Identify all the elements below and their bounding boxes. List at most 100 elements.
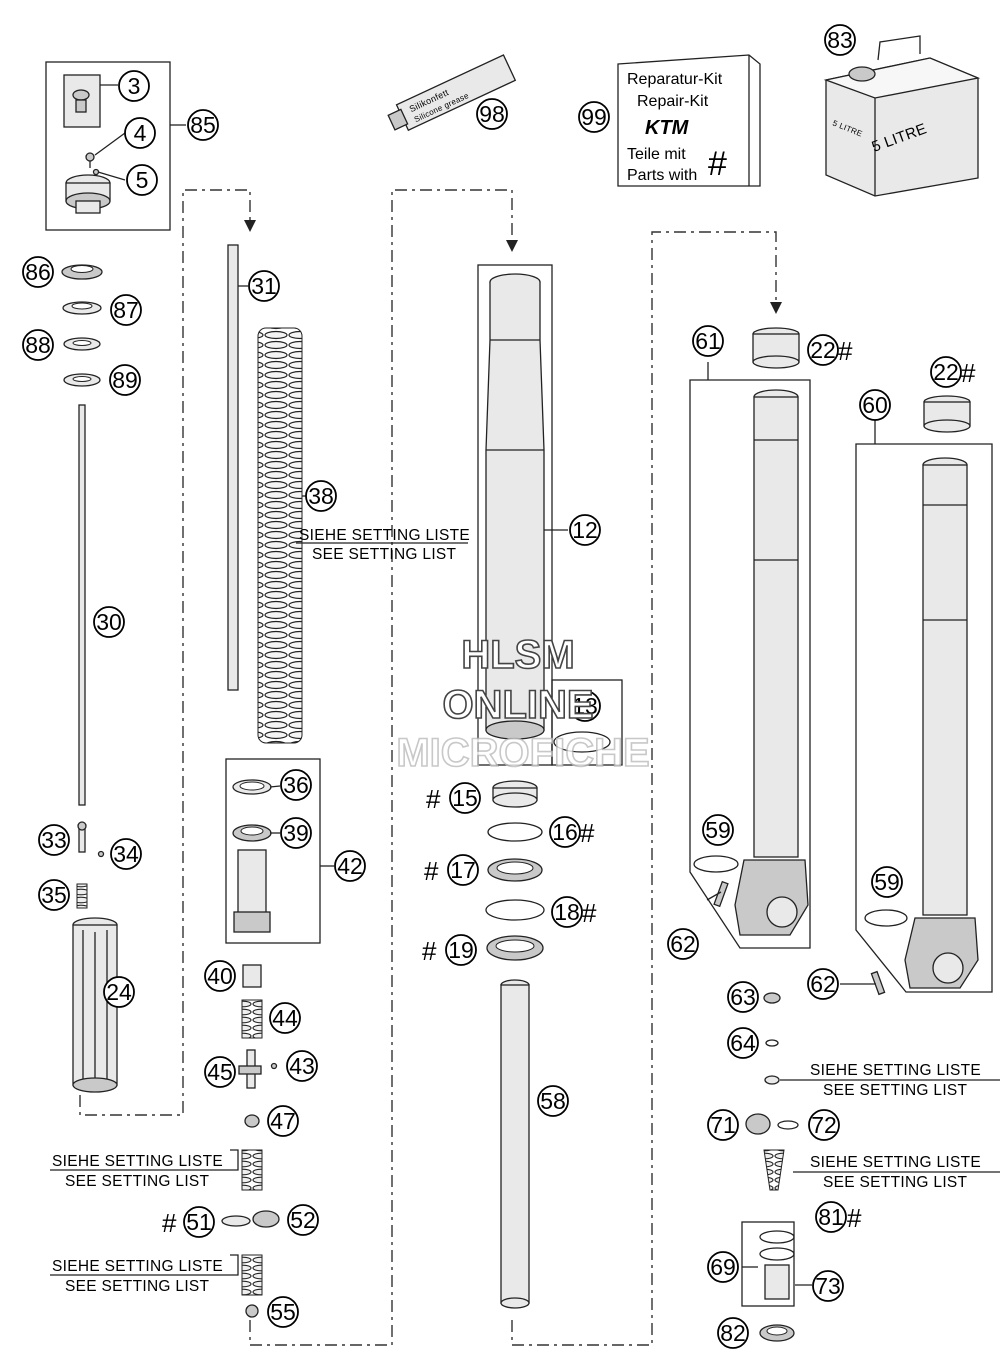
callout-62-left: 62	[670, 931, 696, 957]
cartridge-parts-42	[232, 779, 272, 933]
callout-16: 16	[552, 819, 578, 845]
callout-12: 12	[572, 517, 598, 543]
callout-58: 58	[540, 1088, 566, 1114]
valve-parts-33-35	[76, 821, 105, 909]
hash-81: #	[847, 1203, 862, 1233]
callout-5: 5	[136, 167, 149, 193]
bushings-seals-15-19	[485, 780, 545, 961]
callout-44: 44	[272, 1005, 298, 1031]
top-cap-assembly	[63, 74, 111, 214]
callout-18: 18	[554, 899, 580, 925]
callout-labels: 3 4 5 85 86 87 88 89 30 33 34 35 24 31 3…	[25, 27, 959, 1346]
group-frame-69	[741, 1221, 795, 1307]
callout-69: 69	[710, 1254, 736, 1280]
callout-22-right: 22	[933, 359, 959, 385]
callout-59-left: 59	[705, 817, 731, 843]
callout-52: 52	[290, 1207, 316, 1233]
callout-82: 82	[720, 1320, 746, 1346]
callout-36: 36	[283, 772, 309, 798]
callout-35: 35	[41, 882, 67, 908]
callout-40: 40	[207, 963, 233, 989]
bushing-22-right	[923, 395, 971, 433]
callout-51: 51	[186, 1209, 212, 1235]
group-frame-61	[689, 379, 811, 949]
note-left1-en: SEE SETTING LIST	[65, 1173, 210, 1190]
hash-22-left: #	[838, 336, 853, 366]
group-frame-42	[225, 758, 321, 944]
callout-13: 13	[572, 693, 598, 719]
pushrod-31	[227, 244, 239, 691]
note-right1-de: SIEHE SETTING LISTE	[810, 1062, 981, 1079]
callout-87: 87	[113, 297, 139, 323]
damper-cartridge-24	[72, 917, 118, 1093]
setting-notes: SIEHE SETTING LISTE SEE SETTING LIST SIE…	[52, 527, 981, 1295]
callout-60: 60	[862, 392, 888, 418]
callout-24: 24	[106, 979, 132, 1005]
callout-85: 85	[190, 112, 216, 138]
repair-kit-parts-de: Teile mit	[627, 146, 686, 163]
repair-kit-title-de: Reparatur-Kit	[627, 71, 723, 88]
flow-arrow-right	[770, 302, 782, 314]
group-frame-12	[477, 264, 553, 766]
fork-oil-can-83: 5 LITRE 5 LITRE	[823, 35, 981, 197]
ring-13	[553, 731, 611, 753]
flow-arrow-middle	[506, 240, 518, 252]
hash-18: #	[582, 898, 597, 928]
callouts	[22, 24, 962, 1349]
callout-43: 43	[289, 1053, 315, 1079]
callout-98: 98	[479, 101, 505, 127]
group-frame-85	[45, 61, 171, 231]
callout-72: 72	[811, 1112, 837, 1138]
fork-leg-61	[693, 389, 809, 936]
note-bracket-left-1	[50, 1149, 239, 1171]
leader-lines	[94, 84, 876, 1286]
watermark: HLSM ONLINE MICROFICHE	[396, 632, 651, 776]
callout-81: 81	[818, 1204, 844, 1230]
callout-38: 38	[308, 483, 334, 509]
damper-rod-30	[78, 404, 86, 806]
note-left2-en: SEE SETTING LIST	[65, 1278, 210, 1295]
callout-55: 55	[270, 1299, 296, 1325]
repair-kit-marks: # # # # # # # # #	[162, 336, 976, 1238]
callout-73: 73	[815, 1273, 841, 1299]
note-38-en: SEE SETTING LIST	[312, 546, 457, 563]
callout-45: 45	[207, 1059, 233, 1085]
callout-63: 63	[730, 984, 756, 1010]
callout-89: 89	[112, 367, 138, 393]
flow-line-left	[79, 189, 251, 1116]
watermark-line2: ONLINE	[442, 683, 593, 727]
hash-16: #	[580, 818, 595, 848]
callout-17: 17	[450, 857, 476, 883]
note-right2-en: SEE SETTING LIST	[823, 1174, 968, 1191]
note-right2-de: SIEHE SETTING LISTE	[810, 1154, 981, 1171]
note-left2-de: SIEHE SETTING LISTE	[52, 1258, 223, 1275]
callout-62-right: 62	[810, 971, 836, 997]
group-frame-13	[551, 679, 623, 766]
hash-19: #	[422, 936, 437, 966]
group-frame-60	[855, 443, 993, 993]
callout-19: 19	[448, 937, 474, 963]
watermark-line1: HLSM	[461, 633, 574, 677]
valve-parts-40-47	[221, 964, 280, 1318]
watermark-line3: MICROFICHE	[396, 731, 649, 775]
callout-34: 34	[113, 841, 139, 867]
note-38-de: SIEHE SETTING LISTE	[299, 527, 470, 544]
note-bracket-left-2	[50, 1254, 239, 1276]
callout-39: 39	[283, 820, 309, 846]
callout-64: 64	[730, 1030, 756, 1056]
callout-3: 3	[128, 73, 141, 99]
callout-61: 61	[695, 328, 721, 354]
ktm-logo: KTM	[645, 117, 690, 139]
callout-59-right: 59	[874, 869, 900, 895]
callout-99: 99	[581, 104, 607, 130]
callout-30: 30	[96, 609, 122, 635]
compression-parts-63-82	[745, 992, 799, 1342]
hash-51: #	[162, 1208, 177, 1238]
flow-line-middle	[249, 189, 513, 1346]
callout-15: 15	[452, 785, 478, 811]
callout-33: 33	[41, 827, 67, 853]
hash-22-right: #	[961, 358, 976, 388]
flow-arrow-left	[244, 220, 256, 232]
callout-42: 42	[337, 853, 363, 879]
